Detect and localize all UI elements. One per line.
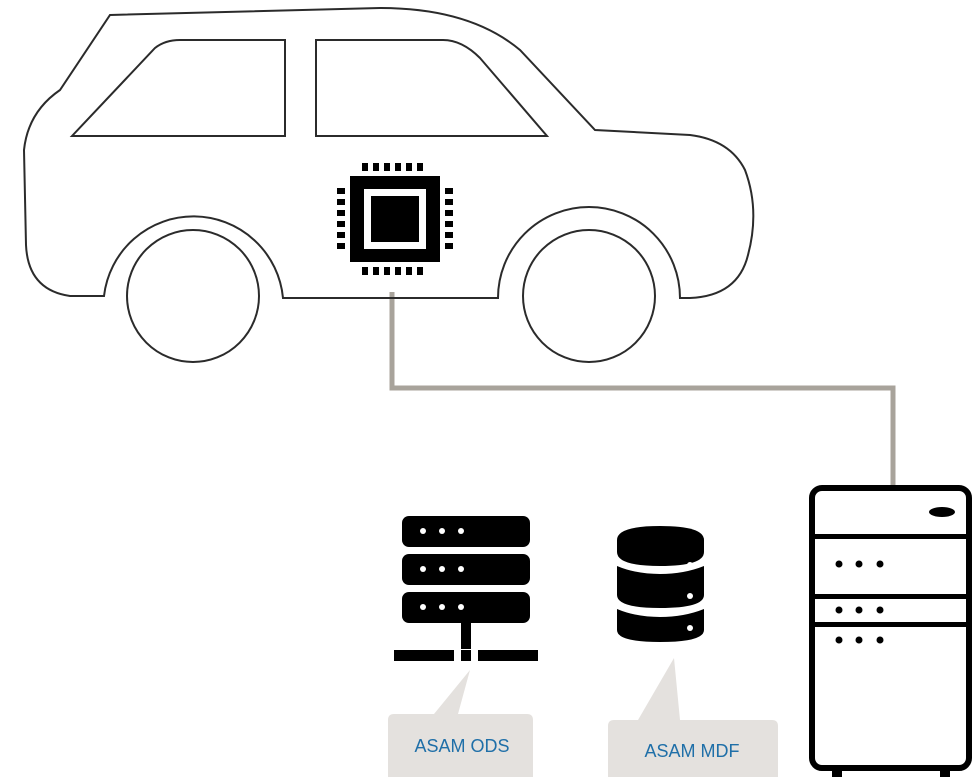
network-server-icon (394, 516, 538, 661)
car-icon (22, 6, 755, 363)
database-icon (617, 526, 704, 642)
chip-icon (337, 163, 453, 275)
ecu-logger-connector (389, 292, 896, 488)
car-front-window (69, 39, 286, 137)
ods-callout: ASAM ODS (388, 670, 533, 777)
car-body-outline (22, 6, 755, 299)
mdf-callout: ASAM MDF (608, 658, 778, 777)
ods-label: ASAM ODS (414, 736, 509, 756)
data-logger-tower-icon (809, 485, 972, 777)
car-rear-window (315, 39, 550, 137)
mdf-label: ASAM MDF (644, 741, 739, 761)
car-rear-wheel (522, 229, 656, 363)
car-front-wheel (126, 229, 260, 363)
